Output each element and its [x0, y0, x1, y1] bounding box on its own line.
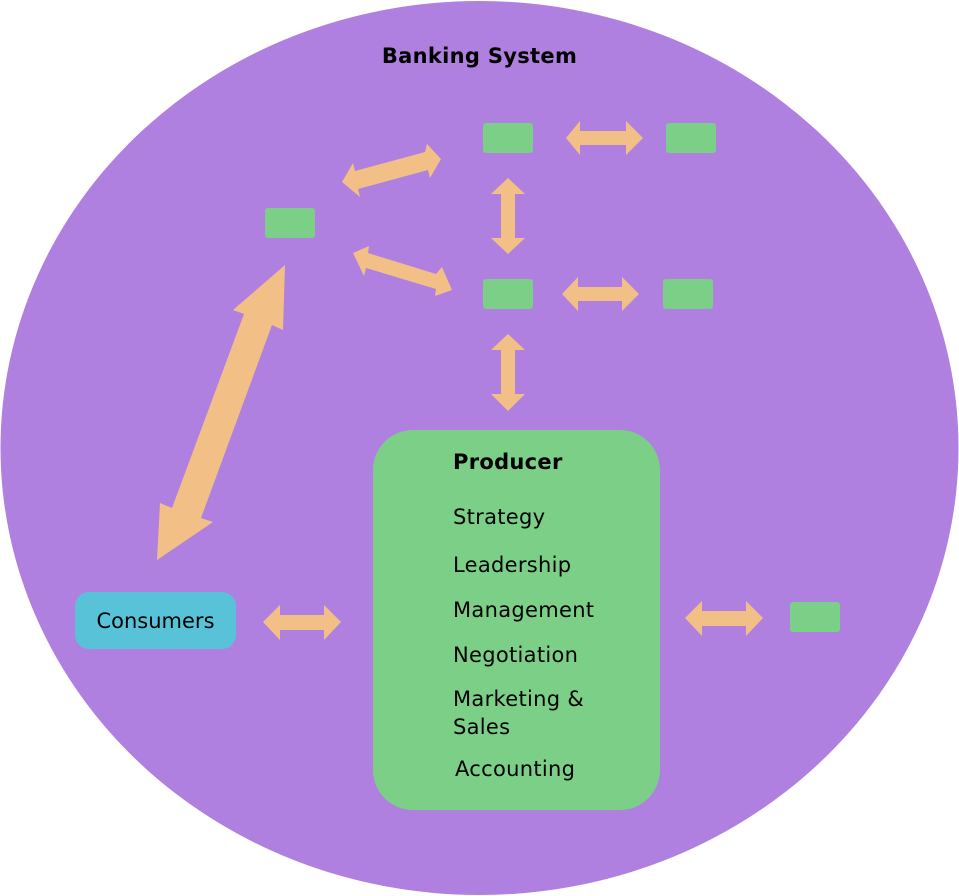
producer-title: Producer	[453, 450, 563, 474]
arrow-middle-to-middle-right	[562, 277, 639, 311]
arrow-consumers-to-producer	[263, 605, 341, 640]
arrow-top-middle-to-middle	[491, 178, 525, 254]
producer-item-marketing-sales: Marketing & Sales	[453, 687, 585, 739]
consumers-box: Consumers	[75, 592, 236, 649]
producer-item-strategy: Strategy	[453, 505, 546, 529]
producer-item-management: Management	[453, 598, 595, 622]
producer-item-negotiation: Negotiation	[453, 643, 579, 667]
node-left	[265, 208, 315, 238]
producer-item-leadership: Leadership	[453, 553, 572, 577]
producer-box	[373, 430, 660, 810]
node-producer-right	[790, 602, 840, 632]
arrow-middle-to-producer	[491, 334, 525, 411]
arrow-left-node-to-middle	[353, 246, 452, 296]
arrow-left-node-to-top-middle	[342, 144, 441, 197]
arrow-top-middle-to-top-right	[566, 121, 643, 155]
node-middle	[483, 279, 533, 309]
arrow-left-node-to-consumers	[157, 265, 285, 560]
node-middle-right	[663, 279, 713, 309]
diagram-title: Banking System	[381, 44, 578, 68]
node-top-middle	[483, 123, 533, 153]
node-top-right	[666, 123, 716, 153]
arrow-producer-to-right-node	[685, 601, 763, 636]
producer-item-accounting: Accounting	[455, 757, 576, 781]
consumers-label: Consumers	[96, 608, 215, 633]
